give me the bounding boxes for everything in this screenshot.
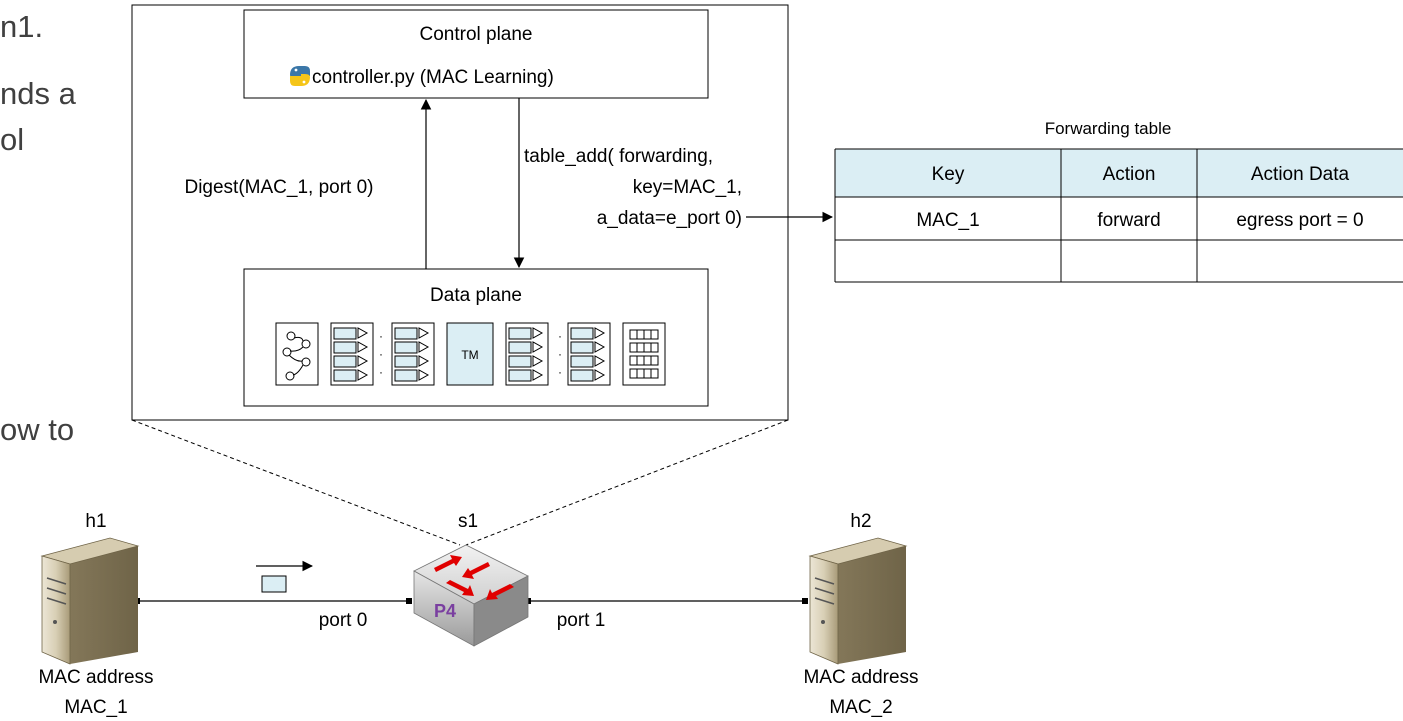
data-plane-title: Data plane: [430, 285, 522, 306]
table-header-action-data: Action Data: [1251, 164, 1350, 185]
h2-address-label: MAC address: [803, 667, 918, 688]
switch-arrows-icon: [434, 555, 514, 600]
packet-icon: [261, 575, 287, 593]
table-add-line-1: table_add( forwarding,: [524, 146, 713, 167]
egress-stage-1: [505, 322, 549, 386]
server-icon: [808, 537, 908, 665]
h1-mac: MAC_1: [64, 697, 127, 718]
table-header-action: Action: [1103, 164, 1156, 185]
traffic-manager-block: TM: [446, 322, 494, 386]
control-plane-box: Control plane controller.py (MAC Learnin…: [243, 9, 709, 99]
forwarding-table-title: Forwarding table: [1045, 119, 1172, 138]
table-cell-key: MAC_1: [916, 210, 979, 231]
h1-label: h1: [85, 511, 106, 532]
svg-text:·: ·: [558, 347, 562, 361]
h2-mac: MAC_2: [829, 697, 892, 718]
egress-stage-2: [567, 322, 611, 386]
switch-icon: P4: [413, 544, 529, 647]
digest-label: Digest(MAC_1, port 0): [184, 177, 373, 198]
svg-text:·: ·: [558, 329, 562, 343]
background-text-2: nds a: [0, 76, 77, 111]
table-add-line-2: key=MAC_1,: [633, 177, 742, 198]
svg-text:·: ·: [379, 329, 383, 343]
background-text-1: n1.: [0, 9, 43, 44]
tm-label: TM: [461, 348, 478, 362]
table-add-line-3: a_data=e_port 0): [597, 208, 742, 229]
s1-label: s1: [458, 511, 478, 532]
background-text-3: ol: [0, 122, 24, 157]
port1-label: port 1: [557, 610, 606, 631]
controller-label: controller.py (MAC Learning): [312, 67, 554, 88]
table-cell-action-data: egress port = 0: [1236, 210, 1363, 231]
zoom-line-left: [131, 419, 461, 546]
host-h2: h2 MAC address MAC_2: [803, 511, 918, 718]
host-h1: h1 MAC address MAC_1: [38, 511, 153, 718]
svg-text:·: ·: [379, 365, 383, 379]
server-icon: [40, 537, 140, 665]
table-header-key: Key: [932, 164, 965, 185]
svg-text:·: ·: [379, 347, 383, 361]
h1-address-label: MAC address: [38, 667, 153, 688]
p4-logo: P4: [434, 601, 456, 621]
data-plane-box: Data plane · · ·: [243, 268, 709, 407]
forwarding-table: Forwarding table Key Action Action Data …: [834, 119, 1403, 283]
ingress-stage-1: [330, 322, 374, 386]
deparser-block: [622, 322, 666, 386]
background-text-4: ow to: [0, 412, 74, 447]
python-icon: [290, 66, 310, 86]
control-plane-title: Control plane: [419, 24, 532, 45]
h2-label: h2: [850, 511, 871, 532]
table-cell-action: forward: [1097, 210, 1160, 231]
ingress-stage-2: [391, 322, 435, 386]
zoom-line-right: [465, 419, 789, 546]
parser-block: [275, 322, 319, 386]
svg-text:·: ·: [558, 365, 562, 379]
switch-s1: s1 P4: [413, 511, 529, 647]
port0-label: port 0: [319, 610, 368, 631]
